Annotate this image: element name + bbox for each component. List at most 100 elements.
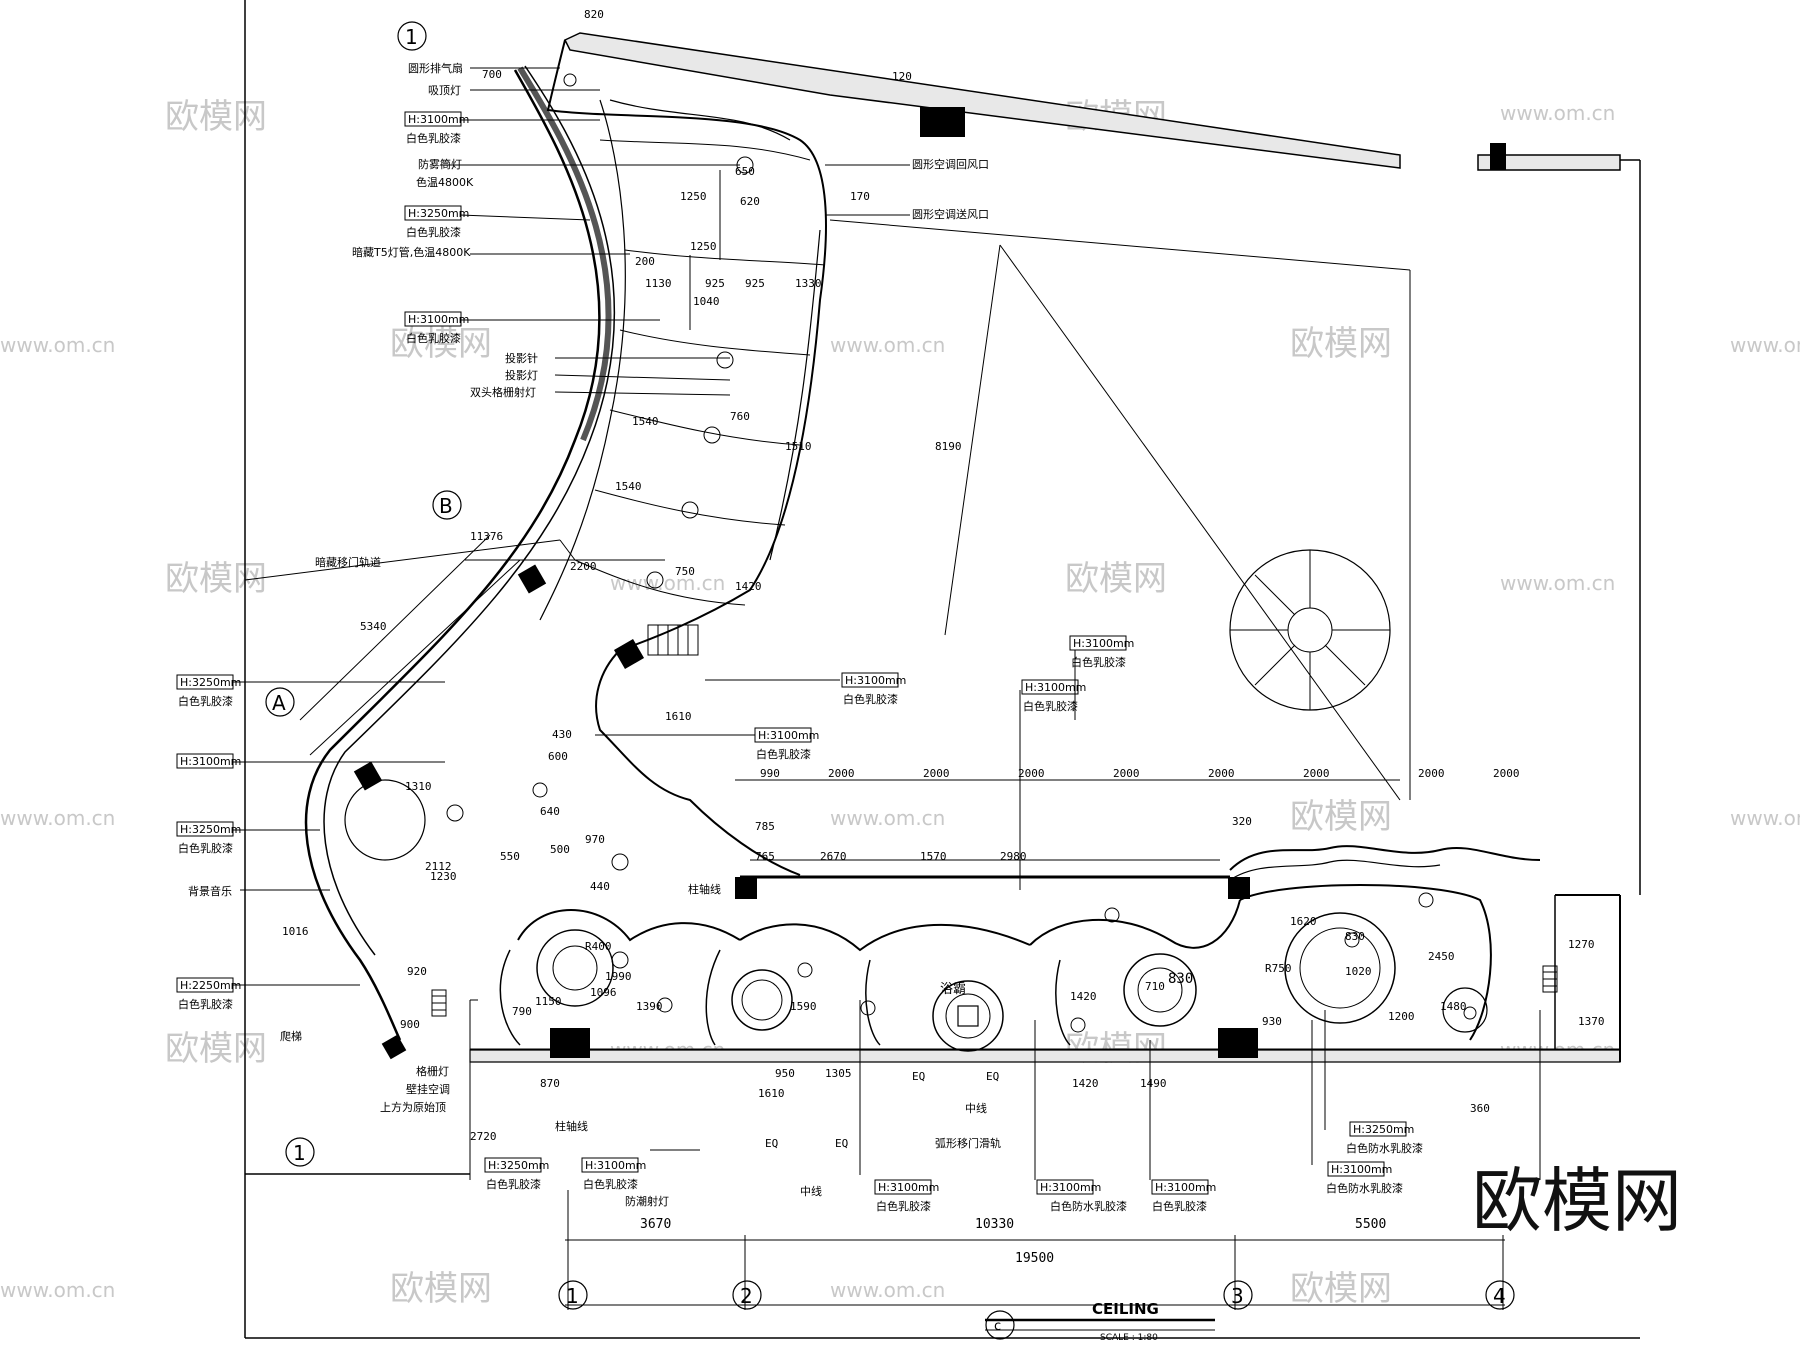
label-height: H:3100mm: [180, 755, 241, 768]
label-t5: 暗藏T5灯管,色温4800K: [352, 245, 471, 259]
watermark-url: www.om.cn: [830, 806, 945, 830]
dim: 2720: [470, 1130, 497, 1143]
dim: 2200: [570, 560, 597, 573]
label-ac-supply: 圆形空调送风口: [912, 207, 989, 221]
dim: 200: [635, 255, 655, 268]
watermark-url: www.om.cn: [1500, 101, 1615, 125]
dim: 765: [755, 850, 775, 863]
light-fixtures: [446, 73, 1477, 1033]
dim: 2980: [1000, 850, 1027, 863]
dim: 5340: [360, 620, 387, 633]
dim-top: 2000: [1208, 767, 1235, 780]
label-height: H:3100mm: [408, 113, 469, 126]
label-col-axis: 柱轴线: [555, 1119, 588, 1133]
dim: 1990: [605, 970, 632, 983]
dim: 930: [1262, 1015, 1282, 1028]
dim: 1420: [1072, 1077, 1099, 1090]
dim-part-1: 3670: [640, 1217, 671, 1232]
circular-features: [344, 549, 1488, 1052]
dim-top: 2000: [923, 767, 950, 780]
label-ceiling-lamp: 吸顶灯: [428, 84, 461, 97]
dim: 360: [1470, 1102, 1490, 1115]
label-paint: 白色乳胶漆: [1152, 1199, 1207, 1213]
label-paint: 白色乳胶漆: [406, 131, 461, 145]
leader-lines: [232, 67, 1541, 1180]
dim: 920: [407, 965, 427, 978]
label-proj-lamp: 投影灯: [505, 368, 538, 382]
dim: 2450: [1428, 950, 1455, 963]
label-bath-heater: 浴霸: [940, 982, 966, 997]
label-height: H:3100mm: [758, 729, 819, 742]
label-paint: 白色乳胶漆: [178, 997, 233, 1011]
dim-top: 2000: [1018, 767, 1045, 780]
label-orig-top: 上方为原始顶: [380, 1100, 446, 1114]
dim: 1480: [1440, 1000, 1467, 1013]
dim-eq: EQ: [912, 1070, 925, 1083]
dimension-lines: [244, 219, 1505, 1331]
label-height: H:3100mm: [585, 1159, 646, 1172]
dim: 925: [745, 277, 765, 290]
label-wall-ac: 壁挂空调: [406, 1082, 450, 1096]
label-height: H:3250mm: [1353, 1123, 1414, 1136]
dim: 1096: [590, 986, 617, 999]
dim: 750: [675, 565, 695, 578]
dim-part-2: 10330: [975, 1217, 1014, 1232]
dim: 1590: [790, 1000, 817, 1013]
watermark-large: 欧模网: [1472, 1160, 1682, 1242]
label-height: H:3100mm: [1331, 1163, 1392, 1176]
label-center-line: 中线: [800, 1184, 822, 1198]
watermark-url: www.om.cn: [830, 333, 945, 357]
dim-top: 2000: [1303, 767, 1330, 780]
dim: 1540: [632, 415, 659, 428]
dim-eq: EQ: [765, 1137, 778, 1150]
top-dimension-string: 990 2000 2000 2000 2000 2000 2000 2000 2…: [760, 767, 1520, 780]
dim: 1420: [735, 580, 762, 593]
title-block: c CEILING SCALE : 1:80: [985, 1300, 1159, 1343]
stairs: [647, 624, 699, 656]
drawing-title: CEILING: [1092, 1300, 1159, 1318]
axis-bubble-4: 4: [1493, 1284, 1506, 1308]
dim: 870: [540, 1077, 560, 1090]
dim: 1130: [645, 277, 672, 290]
label-grille-lamp: 双头格栅射灯: [470, 385, 536, 399]
axis-bubble-2: 2: [740, 1284, 753, 1308]
columns: [353, 564, 1258, 1060]
label-center-line: 中线: [965, 1101, 987, 1115]
label-color-temp: 色温4800K: [416, 175, 474, 189]
dim-top: 2000: [1493, 767, 1520, 780]
dim-eq: EQ: [986, 1070, 999, 1083]
watermark: 欧模网: [390, 1269, 492, 1309]
watermark: 欧模网: [1290, 324, 1392, 364]
label-paint: 白色乳胶漆: [876, 1199, 931, 1213]
label-fog-lamp: 防雾筒灯: [418, 157, 462, 171]
dim: 2112: [425, 860, 452, 873]
label-paint: 白色乳胶漆: [486, 1177, 541, 1191]
dim: 760: [730, 410, 750, 423]
label-height: H:3100mm: [1073, 637, 1134, 650]
watermark-url: www.om.cn: [0, 806, 115, 830]
dim-radius: R750: [1265, 962, 1292, 975]
label-height: H:3250mm: [180, 676, 241, 689]
dim: 830: [1345, 930, 1365, 943]
label-height: H:3100mm: [845, 674, 906, 687]
dim: 1020: [1345, 965, 1372, 978]
misc-dimensions: 820 700 120 170 8190 200 1130 925 925 13…: [282, 8, 1605, 1150]
dim: 430: [552, 728, 572, 741]
watermark: 欧模网: [390, 324, 492, 364]
dim: 1420: [1070, 990, 1097, 1003]
watermark-url: www.om.cn: [1730, 806, 1800, 830]
dim: 650: [735, 165, 755, 178]
dim-part-3: 5500: [1355, 1217, 1386, 1232]
watermark-url: www.om.cn: [0, 1278, 115, 1302]
dim: 550: [500, 850, 520, 863]
label-height: H:2250mm: [180, 979, 241, 992]
dim: 1620: [1290, 915, 1317, 928]
overall-dimensions: 19500 3670 10330 5500: [640, 1217, 1386, 1266]
dim: 1330: [795, 277, 822, 290]
dim: 785: [755, 820, 775, 833]
dim: 640: [540, 805, 560, 818]
label-bg-music: 背景音乐: [188, 884, 232, 898]
label-exhaust-fan: 圆形排气扇: [408, 61, 463, 75]
dim: 830: [1168, 971, 1193, 987]
